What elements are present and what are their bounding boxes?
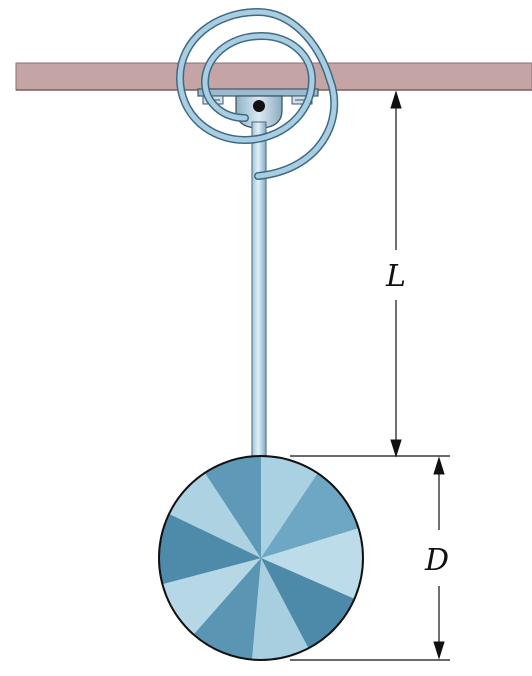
ceiling-bar bbox=[15, 62, 532, 91]
pendulum-disk bbox=[158, 455, 364, 661]
diameter-label: D bbox=[424, 543, 449, 578]
dimension-diameter bbox=[433, 456, 445, 660]
dimension-length bbox=[390, 90, 402, 458]
length-label: L bbox=[385, 259, 406, 294]
pivot-pin bbox=[253, 100, 265, 112]
torsion-spring bbox=[175, 7, 339, 180]
